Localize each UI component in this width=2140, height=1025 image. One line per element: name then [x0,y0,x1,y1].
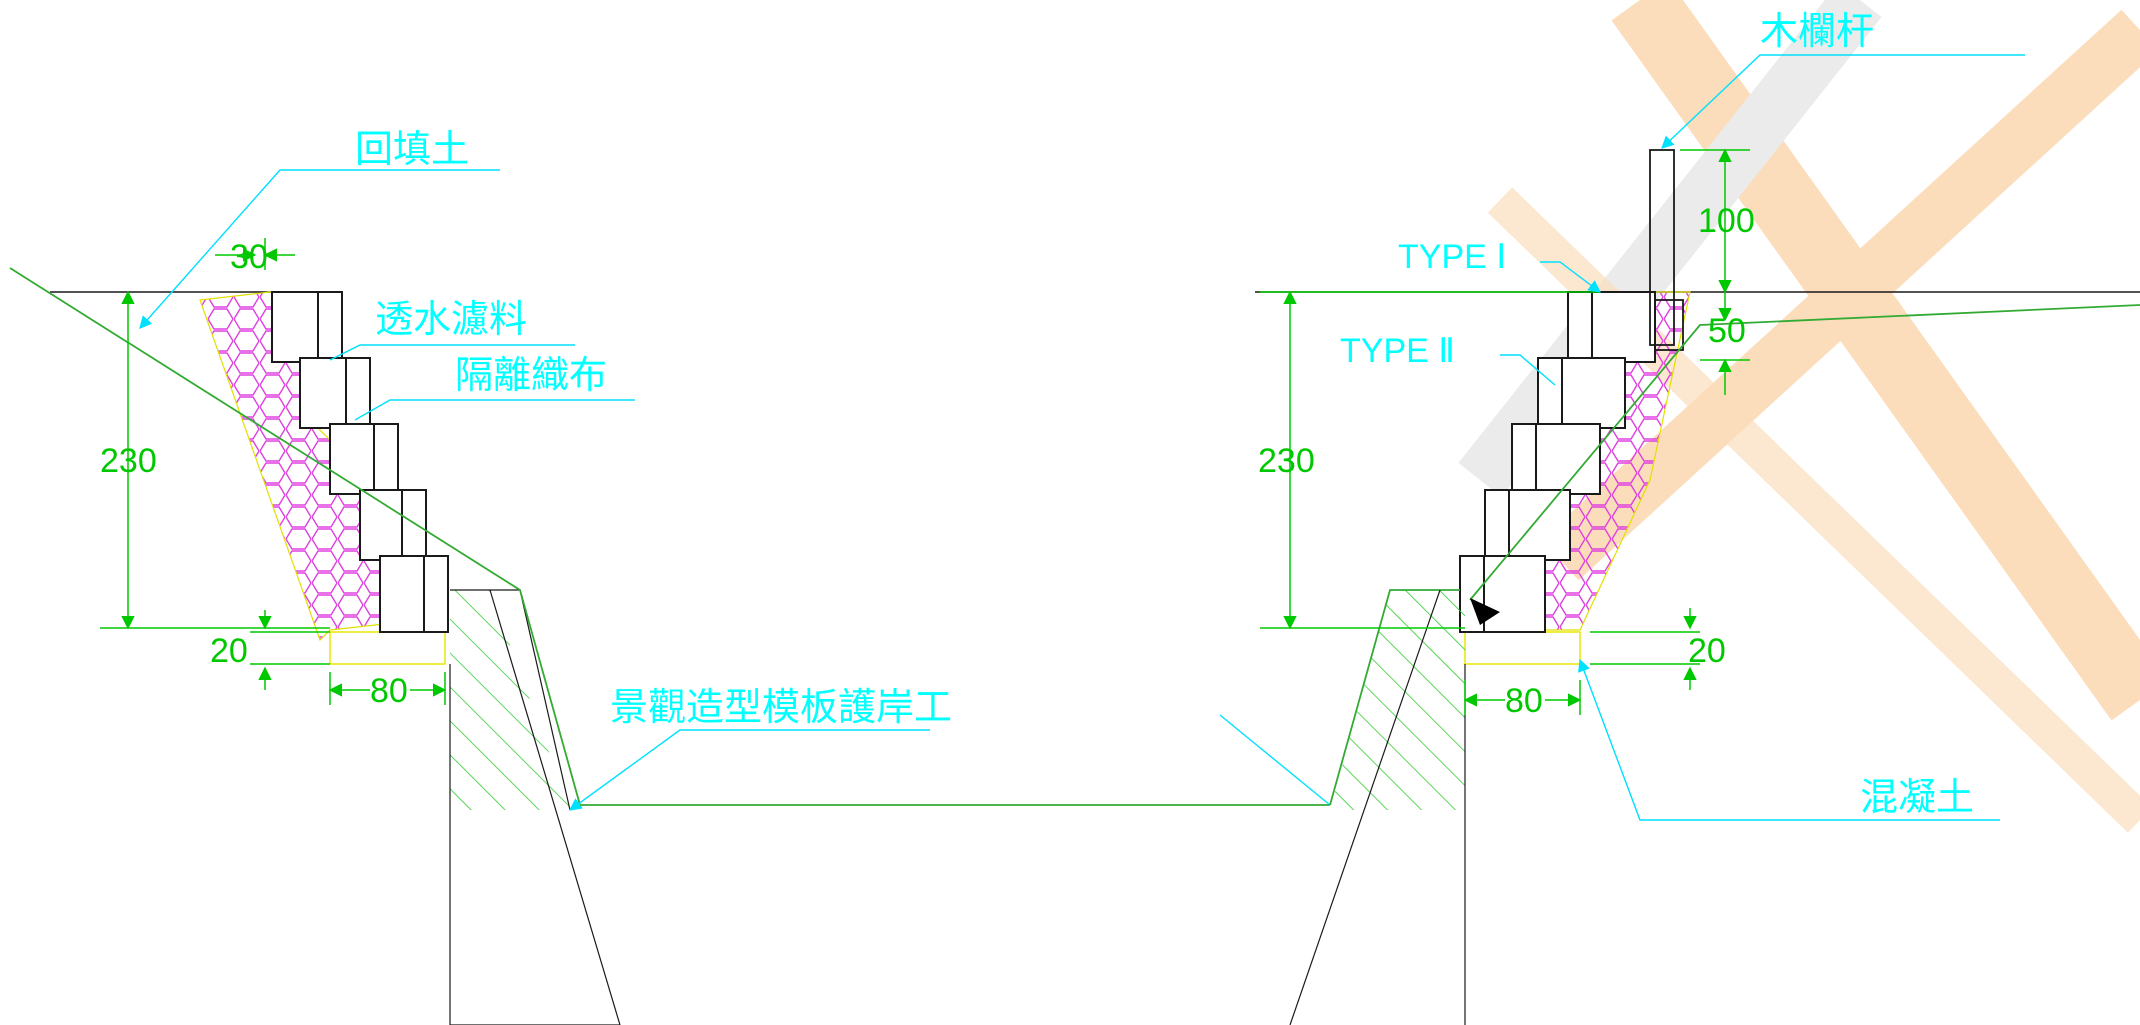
filter-label: 透水濾料 [375,297,527,341]
right-height-dim: 230 [1258,442,1315,480]
right-base-width-dim: 80 [1505,682,1543,720]
left-height-dim: 230 [100,442,157,480]
right-top-offset-dim: 50 [1708,312,1746,350]
right-base-thickness-dim: 20 [1688,632,1726,670]
right-bank: 230 100 50 20 80 木欄杆 TYPE Ⅰ TYPE Ⅱ 混凝土 [1255,9,2140,1025]
type2-label: TYPE Ⅱ [1340,332,1455,370]
left-base-width-dim: 80 [370,672,408,710]
left-bank: 230 30 20 80 回填土 透水濾料 隔離織布 景觀造型模板護岸工 [9,127,952,1025]
concrete-label: 混凝土 [1860,775,1974,819]
left-block-stack [271,291,449,633]
right-block-stack [1459,291,1656,633]
geotextile-label: 隔離織布 [455,353,607,397]
left-concrete-base [329,631,446,665]
type1-label: TYPE Ⅰ [1398,238,1506,276]
right-railing-height-dim: 100 [1698,202,1755,240]
revetment-label: 景觀造型模板護岸工 [610,685,952,729]
railing-label: 木欄杆 [1760,9,1874,53]
wood-railing [1649,149,1684,351]
left-base-thickness-dim: 20 [210,632,248,670]
right-wall-hatch [1330,590,1465,810]
right-concrete-base [1464,631,1581,665]
right-dimensions [1260,148,1750,715]
left-wall-hatch [450,590,570,810]
left-dimensions [100,238,447,705]
left-top-offset-dim: 30 [230,238,268,276]
backfill-label: 回填土 [355,127,469,171]
